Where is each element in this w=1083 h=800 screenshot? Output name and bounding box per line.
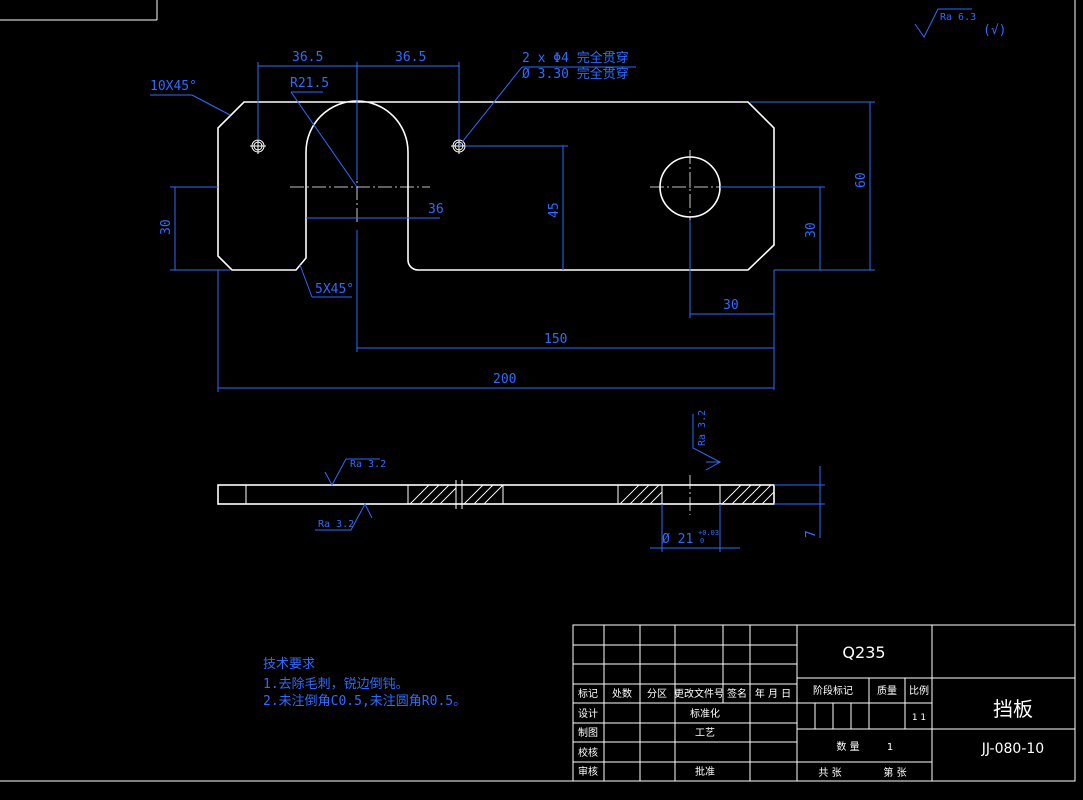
tb-date: 年 月 日 xyxy=(755,687,791,700)
notes-line1: 1.去除毛刺，锐边倒钝。 xyxy=(263,677,409,692)
part-name: 挡板 xyxy=(993,697,1033,721)
front-dimensions: 36.5 36.5 R21.5 2 x Φ4 完全贯穿 Ø 3.30 完全贯穿 … xyxy=(150,50,875,392)
technical-notes: 技术要求 1.去除毛刺，锐边倒钝。 2.未注倒角C0.5,未注圆角R0.5。 xyxy=(263,657,466,709)
dim-left-height: 30 xyxy=(159,219,174,235)
dim-thickness: 7 xyxy=(804,530,819,538)
notes-line2: 2.未注倒角C0.5,未注圆角R0.5。 xyxy=(263,694,466,709)
tb-quantity-label: 数 量 xyxy=(836,740,859,753)
roughness-top: Ra 3.2 xyxy=(350,459,386,470)
dim-bore-diameter: Ø 21 xyxy=(662,532,693,547)
hole-note-line2: Ø 3.30 完全贯穿 xyxy=(522,66,629,82)
tb-stage-mark: 阶段标记 xyxy=(813,684,853,697)
tb-zone: 分区 xyxy=(647,688,667,700)
dim-slot-radius: R21.5 xyxy=(290,76,329,91)
tb-scale-value: 1 1 xyxy=(912,713,926,723)
dim-total-height: 60 xyxy=(854,172,869,188)
tb-sheets-total: 共 张 xyxy=(818,767,841,779)
tb-approve: 批准 xyxy=(695,765,715,778)
dim-bore-offset: 30 xyxy=(723,298,739,313)
section-hatching xyxy=(407,484,775,505)
sheet-frame xyxy=(0,0,1076,782)
plate-outline xyxy=(217,100,775,271)
tb-check: 校核 xyxy=(578,746,598,759)
dim-slot-width: 36 xyxy=(428,202,444,217)
section-outline xyxy=(217,484,775,505)
tb-standardize: 标准化 xyxy=(690,707,720,720)
tb-quantity-value: 1 xyxy=(887,742,893,753)
tb-count: 处数 xyxy=(612,687,632,700)
dim-hole-spacing-left: 36.5 xyxy=(292,50,323,65)
dim-chamfer-top: 10X45° xyxy=(150,79,197,94)
dim-bore-position: 150 xyxy=(544,332,567,347)
tb-doc-no: 更改文件号 xyxy=(674,687,724,700)
section-dimensions: Ra 3.2 Ra 3.2 Ra 3.2 7 Ø 21 +0.03 0 xyxy=(315,410,825,552)
dim-right-height: 30 xyxy=(804,222,819,238)
dim-chamfer-bottom: 5X45° xyxy=(315,282,354,297)
material-label: Q235 xyxy=(842,643,885,662)
notes-title: 技术要求 xyxy=(263,657,315,672)
general-roughness-symbol: Ra 6.3 (√) xyxy=(914,8,1006,38)
general-roughness-value: Ra 6.3 xyxy=(940,12,976,23)
tb-signature: 签名 xyxy=(727,687,747,700)
tb-sheet-no: 第 张 xyxy=(883,766,906,779)
tb-mark: 标记 xyxy=(578,688,598,700)
general-roughness-suffix: (√) xyxy=(983,23,1006,38)
roughness-bore: Ra 3.2 xyxy=(697,410,708,446)
dim-hole-height: 45 xyxy=(547,202,562,218)
tb-scale: 比例 xyxy=(909,684,929,697)
tb-process: 工艺 xyxy=(695,727,715,739)
section-view xyxy=(217,475,775,515)
drawing-number: JJ-080-10 xyxy=(981,741,1044,757)
front-view xyxy=(217,100,775,271)
roughness-bottom: Ra 3.2 xyxy=(318,519,354,530)
dim-total-length: 200 xyxy=(493,372,516,387)
tb-design: 设计 xyxy=(578,707,598,720)
tb-weight: 质量 xyxy=(877,685,897,697)
dim-bore-tol-lower: 0 xyxy=(700,537,704,545)
dim-bore-tol-upper: +0.03 xyxy=(698,529,719,537)
tb-draw: 制图 xyxy=(578,726,598,739)
tb-review: 审核 xyxy=(578,765,598,778)
dim-hole-spacing-right: 36.5 xyxy=(395,50,426,65)
title-block: Q235 挡板 JJ-080-10 标记 处数 分区 更改文件号 签名 年 月 … xyxy=(572,624,1076,782)
hole-note-line1: 2 x Φ4 完全贯穿 xyxy=(522,50,629,66)
